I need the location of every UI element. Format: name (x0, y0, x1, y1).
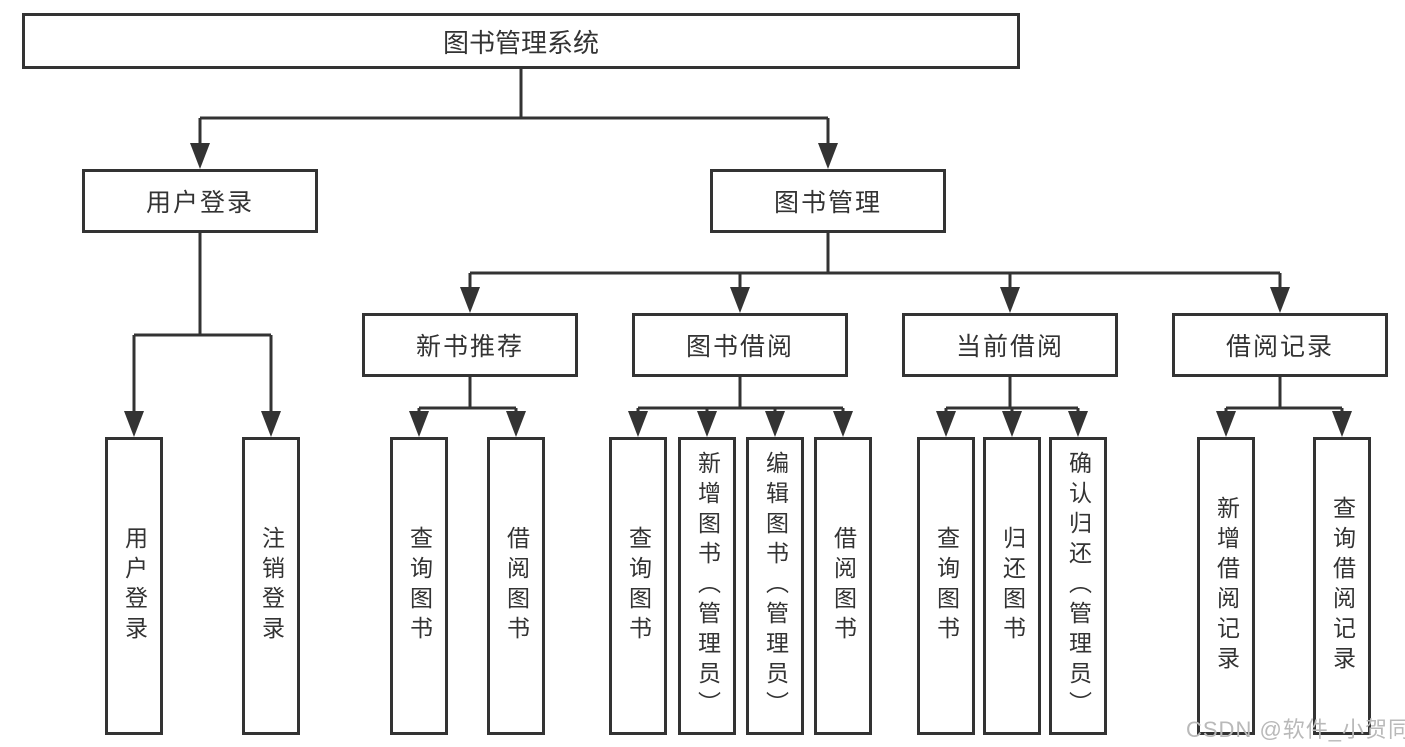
leaf-logout-login: 注销登录 (242, 437, 300, 735)
leaf-query-borrow-record: 查询借阅记录 (1313, 437, 1371, 735)
node-label: 归还图书 (999, 526, 1026, 646)
node-label: 图书管理 (773, 189, 882, 217)
node-book-management: 图书管理 (710, 169, 946, 233)
leaf-query-books-borrow: 查询图书 (609, 437, 667, 735)
node-label: 新书推荐 (415, 333, 524, 361)
node-label: 编辑图书（管理员） (762, 451, 789, 721)
node-label: 当前借阅 (955, 333, 1064, 361)
node-label: 查询图书 (933, 526, 960, 646)
node-label: 新增借阅记录 (1213, 496, 1240, 676)
node-label: 借阅记录 (1225, 333, 1334, 361)
node-label: 图书管理系统 (442, 27, 599, 58)
node-label: 用户登录 (121, 526, 148, 646)
node-current-borrow: 当前借阅 (902, 313, 1118, 377)
leaf-return-books: 归还图书 (983, 437, 1041, 735)
node-label: 图书借阅 (685, 333, 794, 361)
node-root-system: 图书管理系统 (22, 13, 1020, 69)
node-label: 新增图书（管理员） (694, 451, 721, 721)
node-book-borrow: 图书借阅 (632, 313, 848, 377)
arrowhead-icons (124, 143, 1352, 437)
leaf-user-login: 用户登录 (105, 437, 163, 735)
node-new-book-recommend: 新书推荐 (362, 313, 578, 377)
node-borrow-records: 借阅记录 (1172, 313, 1388, 377)
node-user-login: 用户登录 (82, 169, 318, 233)
csdn-watermark: CSDN @软件_小贺同学 (1186, 717, 1405, 742)
node-label: 注销登录 (258, 526, 285, 646)
leaf-query-books-current: 查询图书 (917, 437, 975, 735)
leaf-borrow-books-recommend: 借阅图书 (487, 437, 545, 735)
node-label: 借阅图书 (503, 526, 530, 646)
node-label: 用户登录 (145, 189, 254, 217)
node-label: 查询图书 (625, 526, 652, 646)
leaf-add-borrow-record: 新增借阅记录 (1197, 437, 1255, 735)
node-label: 借阅图书 (830, 526, 857, 646)
leaf-borrow-books: 借阅图书 (814, 437, 872, 735)
node-label: 查询借阅记录 (1329, 496, 1356, 676)
leaf-query-books-recommend: 查询图书 (390, 437, 448, 735)
leaf-confirm-return-admin: 确认归还（管理员） (1049, 437, 1107, 735)
leaf-edit-books-admin: 编辑图书（管理员） (746, 437, 804, 735)
leaf-add-books-admin: 新增图书（管理员） (678, 437, 736, 735)
node-label: 确认归还（管理员） (1065, 451, 1092, 721)
node-label: 查询图书 (406, 526, 433, 646)
